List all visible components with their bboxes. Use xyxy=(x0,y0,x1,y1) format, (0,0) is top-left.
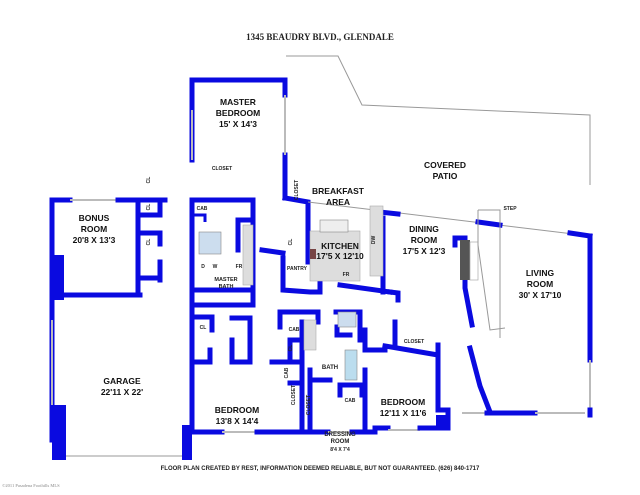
washer-label: W xyxy=(213,264,218,270)
dining-room-size: 17'5 X 12'3 xyxy=(403,246,446,256)
closet-label: CLOSET xyxy=(294,180,300,200)
patio-outline xyxy=(286,55,591,185)
closet-label: CL xyxy=(200,325,207,331)
dryer-label: D xyxy=(201,264,205,270)
bath-label: BATH xyxy=(322,365,338,371)
fridge-label: FR xyxy=(343,272,350,278)
watermark: ©2011 Pasadena Foothills MLS xyxy=(2,483,60,488)
master-bedroom-label-2: BEDROOM xyxy=(216,108,260,118)
garage-size: 22'11 X 22' xyxy=(101,387,143,397)
closet-label: CL xyxy=(288,345,294,352)
fixtures xyxy=(198,205,384,381)
covered-patio-label-2: PATIO xyxy=(433,171,458,181)
living-room-label-2: ROOM xyxy=(527,279,553,289)
dressing-room-label-2: ROOM xyxy=(331,439,350,445)
breakfast-area-label-2: AREA xyxy=(326,197,350,207)
small-labels: CL CL CL CLOSET CAB D W FR CLOSET CL PAN… xyxy=(146,166,517,415)
walls xyxy=(49,77,593,460)
master-bedroom-label: MASTER xyxy=(220,97,256,107)
step-label: STEP xyxy=(503,206,517,212)
closet-label: CL xyxy=(146,204,152,211)
living-room-size: 30' X 17'10 xyxy=(519,290,562,300)
breakfast-area-label: BREAKFAST xyxy=(312,186,365,196)
dining-room-label: DINING xyxy=(409,224,439,234)
fridge-label: FR xyxy=(236,264,243,270)
master-bedroom-size: 15' X 14'3 xyxy=(219,119,257,129)
bonus-room-label: BONUS xyxy=(79,213,110,223)
closet-label: CL xyxy=(146,239,152,246)
kitchen-label: KITCHEN xyxy=(321,241,359,251)
closet-label: CLOSET xyxy=(291,385,297,405)
kitchen-size: 17'5 X 12'10 xyxy=(316,251,364,261)
closet-label: CLOSET xyxy=(404,339,424,345)
dressing-room-size: 8'4 X 7'4 xyxy=(330,447,350,453)
pantry-label: PANTRY xyxy=(287,266,308,272)
master-bath-label: MASTER xyxy=(214,277,237,283)
cab-label: CAB xyxy=(345,398,356,404)
dressing-room-label: DRESSING xyxy=(324,432,356,438)
bedroom-1-size: 13'8 X 14'4 xyxy=(216,416,259,426)
master-bath-label-2: BATH xyxy=(219,284,234,290)
bonus-room-size: 20'8 X 13'3 xyxy=(73,235,116,245)
dishwasher-label: DW xyxy=(371,236,377,245)
room-labels: MASTER BEDROOM 15' X 14'3 COVERED PATIO … xyxy=(73,97,562,453)
closet-label: CL xyxy=(288,239,294,246)
closet-label: CL xyxy=(146,177,152,184)
bedroom-2-size: 12'11 X 11'6 xyxy=(380,408,427,418)
plan-title: 1345 BEAUDRY BLVD., GLENDALE xyxy=(246,32,394,42)
cab-label: CAB xyxy=(284,367,290,378)
cab-label: CAB xyxy=(197,206,208,212)
garage-label: GARAGE xyxy=(103,376,141,386)
dining-room-label-2: ROOM xyxy=(411,235,437,245)
cab-label: CAB xyxy=(289,327,300,333)
footer-disclaimer: FLOOR PLAN CREATED BY REST, INFORMATION … xyxy=(161,466,480,472)
covered-patio-label: COVERED xyxy=(424,160,466,170)
closet-label: CLOSET xyxy=(212,166,232,172)
bedroom-2-label: BEDROOM xyxy=(381,397,425,407)
bedroom-1-label: BEDROOM xyxy=(215,405,259,415)
closet-label: CLOSET xyxy=(306,395,312,415)
bonus-room-label-2: ROOM xyxy=(81,224,107,234)
living-room-label: LIVING xyxy=(526,268,555,278)
